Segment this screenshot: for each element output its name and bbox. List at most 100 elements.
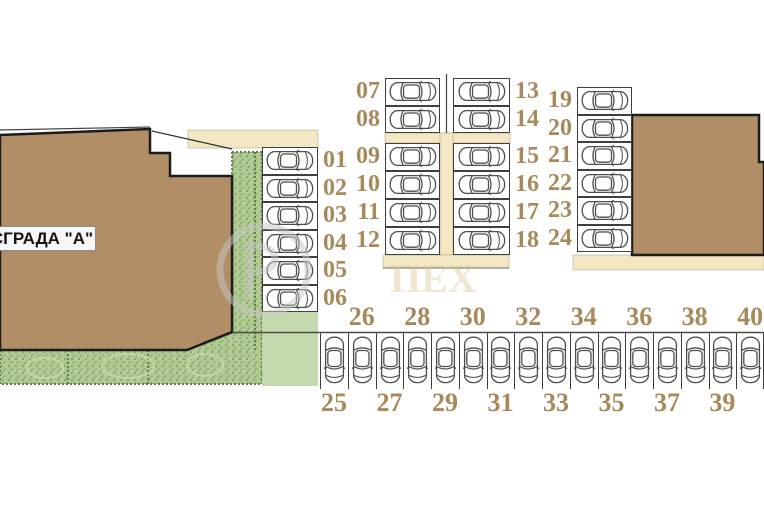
car-icon [712, 336, 734, 383]
parking-space [542, 332, 570, 389]
car-icon [656, 336, 678, 383]
parking-space-number: 36 [626, 302, 653, 331]
car-icon [379, 336, 401, 383]
parking-space [262, 284, 318, 312]
car-icon [389, 81, 436, 103]
car-icon [458, 146, 505, 168]
parking-space-number: 13 [515, 78, 539, 105]
parking-space [453, 171, 510, 199]
parking-space-number: 33 [542, 388, 569, 417]
parking-space-number: 38 [681, 302, 708, 331]
parking-space [736, 332, 764, 389]
parking-space-number: 23 [548, 197, 572, 224]
parking-space-number: 28 [404, 302, 431, 331]
parking-space-number: 25 [321, 388, 348, 417]
parking-space [375, 332, 404, 389]
car-icon [266, 177, 314, 199]
parking-space-number: 01 [323, 147, 347, 174]
parking-space [577, 197, 632, 225]
parking-space [708, 332, 737, 389]
parking-space-number: 24 [548, 224, 572, 251]
parking-space-number: 05 [323, 257, 347, 284]
car-icon [266, 232, 314, 254]
car-icon [581, 227, 628, 249]
car-icon [389, 108, 436, 130]
car-icon [458, 81, 505, 103]
parking-space [577, 224, 632, 252]
parking-space [625, 332, 653, 389]
parking-space [680, 332, 709, 389]
parking-space [385, 143, 440, 171]
parking-space [453, 227, 510, 255]
car-icon [581, 200, 628, 222]
parking-space-number: 40 [737, 302, 764, 331]
parking-space [458, 332, 487, 389]
parking-space-number: 11 [357, 199, 380, 226]
parking-space [453, 143, 510, 171]
car-icon [458, 230, 505, 252]
parking-space-number: 32 [515, 302, 542, 331]
parking-space-number: 06 [323, 284, 347, 311]
parking-space-number: 12 [356, 227, 380, 254]
parking-space [385, 227, 440, 255]
parking-space [262, 202, 318, 230]
parking-space [262, 174, 318, 202]
parking-space-number: 30 [459, 302, 486, 331]
car-icon [266, 205, 314, 227]
parking-space [320, 332, 348, 389]
car-icon [389, 146, 436, 168]
car-icon [266, 260, 314, 282]
car-icon [581, 172, 628, 194]
car-icon [581, 145, 628, 167]
parking-space [653, 332, 681, 389]
car-icon [266, 150, 314, 172]
car-icon [389, 230, 436, 252]
car-icon [490, 336, 512, 383]
car-icon [684, 336, 706, 383]
parking-space [453, 199, 510, 227]
parking-space [453, 105, 510, 133]
parking-space-number: 39 [709, 388, 736, 417]
car-icon [739, 336, 761, 383]
car-icon [581, 117, 628, 139]
car-icon [324, 336, 346, 383]
car-icon [573, 336, 595, 383]
parking-space-number: 10 [356, 171, 380, 198]
parking-space-number: 26 [348, 302, 375, 331]
car-icon [458, 108, 505, 130]
car-icon [458, 174, 505, 196]
parking-space-number: 31 [487, 388, 514, 417]
parking-space [262, 257, 318, 285]
car-icon [458, 202, 505, 224]
car-icon [601, 336, 623, 383]
parking-space [577, 87, 632, 115]
car-icon [389, 174, 436, 196]
parking-space [403, 332, 431, 389]
car-icon [518, 336, 540, 383]
parking-space-number: 35 [598, 388, 625, 417]
parking-space-number: 18 [515, 227, 539, 254]
parking-space-number: 04 [323, 229, 347, 256]
parking-space-number: 19 [548, 87, 572, 114]
parking-space [514, 332, 542, 389]
parking-space [262, 229, 318, 257]
parking-space [486, 332, 515, 389]
parking-space-number: 20 [548, 114, 572, 141]
building-a-label: СГРАДА "А" [0, 226, 96, 251]
parking-space [569, 332, 598, 389]
parking-space-number: 17 [515, 199, 539, 226]
parking-space-number: 15 [515, 143, 539, 170]
car-icon [581, 90, 628, 112]
parking-space-number: 29 [432, 388, 459, 417]
parking-space-number: 37 [653, 388, 680, 417]
parking-space [577, 142, 632, 170]
parking-space [385, 199, 440, 227]
parking-space [597, 332, 626, 389]
car-icon [389, 202, 436, 224]
car-icon [266, 287, 314, 309]
car-icon [545, 336, 567, 383]
parking-space [577, 169, 632, 197]
parking-space-number: 02 [323, 174, 347, 201]
